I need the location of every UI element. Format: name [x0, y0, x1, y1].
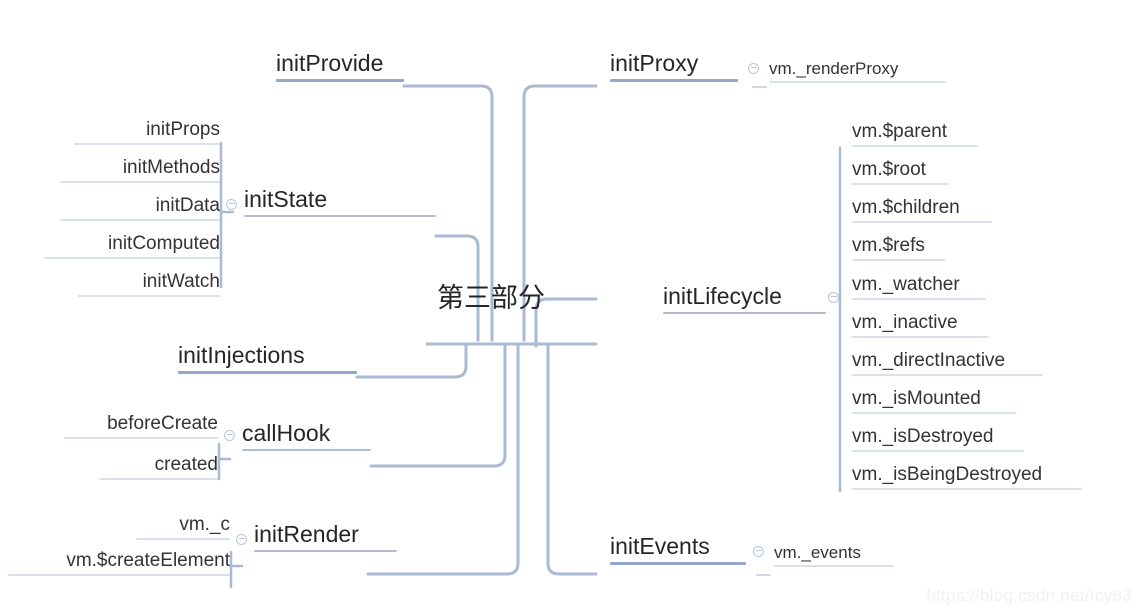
leaf-vm-createelement-label: vm.$createElement [66, 550, 230, 571]
leaf-vm-directinactive[interactable]: vm._directInactive [852, 350, 1043, 376]
collapse-icon-initstate[interactable] [226, 199, 237, 210]
leaf-beforecreate[interactable]: beforeCreate [64, 413, 218, 439]
leaf-vm-renderproxy-label: vm._renderProxy [769, 59, 899, 78]
leaf-vm-directinactive-label: vm._directInactive [852, 350, 1006, 371]
watermark: https://blog.csdn.net/tcy83 [926, 586, 1132, 605]
branch-initstate-label: initState [244, 186, 328, 212]
leaf-initdata[interactable]: initData [60, 195, 220, 221]
leaf-vm-events-label: vm._events [774, 543, 861, 562]
leaf-vm-children[interactable]: vm.$children [852, 197, 992, 223]
leaf-vm-root[interactable]: vm.$root [852, 159, 948, 185]
leaf-vm-events[interactable]: vm._events [774, 543, 894, 567]
branch-initlifecycle-label: initLifecycle [663, 283, 782, 309]
leaf-vm-inactive-label: vm._inactive [852, 312, 958, 333]
branch-initevents-label: initEvents [610, 533, 710, 559]
leaf-initprops[interactable]: initProps [74, 119, 220, 145]
leaf-vm-refs-label: vm.$refs [852, 235, 925, 256]
leaf-vm-isbeingdestroyed[interactable]: vm._isBeingDestroyed [852, 464, 1082, 490]
leaf-vm-watcher[interactable]: vm._watcher [852, 274, 986, 300]
leaf-vm-ismounted-label: vm._isMounted [852, 388, 981, 409]
leaf-vm-isdestroyed[interactable]: vm._isDestroyed [852, 426, 1024, 452]
leaf-vm-root-label: vm.$root [852, 159, 926, 180]
leaf-initwatch-label: initWatch [142, 271, 220, 292]
branch-initinjections-label: initInjections [178, 342, 305, 368]
leaf-vm-children-label: vm.$children [852, 197, 960, 218]
branch-initstate[interactable]: initState [244, 186, 436, 217]
leaf-vm-createelement[interactable]: vm.$createElement [8, 550, 230, 576]
root-label: 第三部分 [437, 283, 545, 314]
leaf-vm-refs[interactable]: vm.$refs [852, 235, 945, 261]
branch-initrender[interactable]: initRender [254, 521, 397, 552]
leaf-initdata-label: initData [155, 195, 220, 216]
leaf-vm-watcher-label: vm._watcher [852, 274, 960, 295]
leaf-vm-inactive[interactable]: vm._inactive [852, 312, 988, 338]
leaf-initwatch[interactable]: initWatch [78, 271, 220, 297]
root-node[interactable]: 第三部分 [437, 285, 545, 312]
branch-callhook-label: callHook [242, 420, 331, 446]
collapse-icon-callhook[interactable] [224, 430, 235, 441]
collapse-icon-initlifecycle[interactable] [828, 292, 839, 303]
collapse-icon-initevents[interactable] [753, 546, 764, 557]
leaf-created[interactable]: created [100, 454, 218, 480]
leaf-beforecreate-label: beforeCreate [107, 413, 218, 434]
leaf-vm-renderproxy[interactable]: vm._renderProxy [769, 59, 946, 83]
leaf-vm-isdestroyed-label: vm._isDestroyed [852, 426, 994, 447]
leaf-vm-parent-label: vm.$parent [852, 121, 948, 142]
leaf-initmethods[interactable]: initMethods [60, 157, 220, 183]
leaf-initprops-label: initProps [146, 119, 220, 140]
branch-initinjections[interactable]: initInjections [178, 342, 357, 374]
collapse-icon-initproxy[interactable] [748, 63, 759, 74]
leaf-initmethods-label: initMethods [122, 157, 220, 178]
branch-initprovide-label: initProvide [276, 50, 384, 76]
branch-initlifecycle[interactable]: initLifecycle [663, 283, 826, 314]
branch-initproxy-label: initProxy [610, 50, 699, 76]
leaf-initcomputed-label: initComputed [108, 233, 220, 254]
leaf-vm-c[interactable]: vm._c [136, 514, 230, 540]
branch-initprovide[interactable]: initProvide [276, 50, 404, 82]
leaf-vm-parent[interactable]: vm.$parent [852, 121, 978, 147]
leaf-initcomputed[interactable]: initComputed [44, 233, 220, 259]
branch-initproxy[interactable]: initProxy [610, 50, 738, 82]
leaf-created-label: created [154, 454, 218, 475]
leaf-vm-ismounted[interactable]: vm._isMounted [852, 388, 1016, 414]
leaf-vm-c-label: vm._c [179, 514, 230, 535]
leaf-vm-isbeingdestroyed-label: vm._isBeingDestroyed [852, 464, 1043, 485]
branch-initevents[interactable]: initEvents [610, 533, 746, 565]
branch-initrender-label: initRender [254, 521, 359, 547]
collapse-icon-initrender[interactable] [236, 534, 247, 545]
branch-callhook[interactable]: callHook [242, 420, 371, 451]
